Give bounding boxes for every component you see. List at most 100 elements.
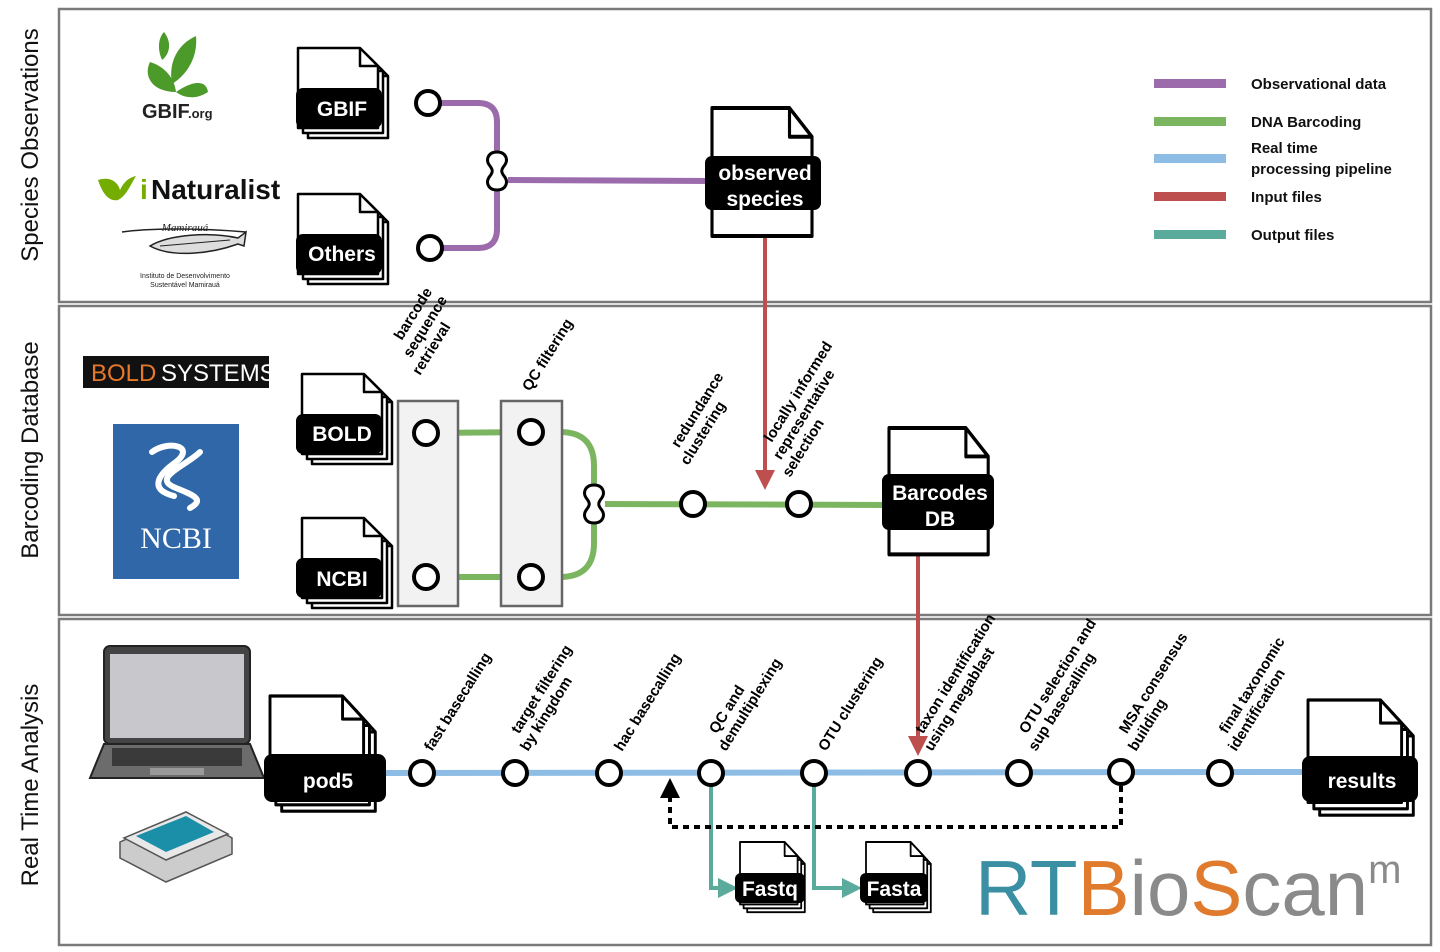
legend-label-line: Real time	[1251, 140, 1318, 157]
bold-logo-part1: BOLD	[91, 360, 156, 387]
legend-label: Output files	[1251, 227, 1334, 244]
ncbi-logo-text: NCBI	[140, 522, 212, 555]
helix-icon	[149, 442, 203, 511]
legend-label: DNA Barcoding	[1251, 114, 1361, 131]
doc-others: Others	[296, 194, 388, 284]
gbif-leaf-icon	[158, 32, 170, 60]
mamiraua-line1: Instituto de Desenvolvimento	[140, 273, 230, 280]
legend-swatch	[1154, 117, 1226, 126]
brand-sup: m	[1368, 848, 1401, 892]
inaturalist-i: i	[140, 174, 148, 205]
doc-barcodes-label-1: Barcodes	[892, 482, 988, 505]
section-title-barcoding: Barcoding Database	[17, 341, 44, 558]
teal-arrow-fastq	[709, 786, 738, 898]
station-node	[501, 759, 529, 787]
legend-swatch	[1154, 154, 1226, 163]
doc-pod5: pod5	[264, 696, 386, 811]
station-node	[1206, 759, 1234, 787]
brand-can: can	[1242, 844, 1368, 932]
doc-bold-label: BOLD	[312, 423, 372, 446]
legend-label: Real time processing pipeline	[1251, 140, 1392, 178]
legend-label-line: Observational data	[1251, 76, 1387, 93]
bold-systems-logo: BOLD SYSTEMS	[83, 356, 276, 388]
gbif-leaf-icon	[147, 62, 176, 92]
gbif-leaf-icon	[176, 82, 208, 98]
mamiraua-signature: Mamirauá	[161, 222, 209, 234]
station-node	[785, 490, 813, 518]
purple-line-main	[507, 177, 713, 184]
mamiraua-line2: Sustentável Mamirauá	[150, 282, 220, 289]
mamiraua-logo: Mamirauá Instituto de Desenvolvimento Su…	[121, 222, 247, 289]
ncbi-logo: NCBI	[113, 424, 239, 579]
station-node	[416, 234, 444, 262]
brand-rt: RT	[975, 844, 1078, 932]
doc-pod5-label: pod5	[303, 770, 353, 793]
doc-fastq-label: Fastq	[742, 878, 798, 901]
inaturalist-text: Naturalist	[151, 174, 280, 205]
station-node	[412, 419, 440, 447]
brand-b: B	[1078, 844, 1130, 932]
station-node	[1107, 758, 1135, 786]
teal-arrow-fasta	[812, 786, 862, 898]
laptop-icon	[88, 645, 266, 779]
legend-label-line: Output files	[1251, 227, 1334, 244]
station-node	[697, 759, 725, 787]
station-node	[408, 759, 436, 787]
merge-pill-purple	[486, 150, 508, 192]
purple-line-gbif	[430, 100, 500, 160]
doc-results-label: results	[1328, 770, 1397, 793]
gbif-logo-suffix: .org	[188, 106, 213, 121]
station-node	[414, 89, 442, 117]
section-frame-barcoding	[57, 304, 1433, 617]
legend-swatch	[1154, 79, 1226, 88]
station-node	[800, 759, 828, 787]
doc-fastq: Fastq	[735, 842, 805, 912]
brand-io: io	[1130, 844, 1191, 932]
doc-barcodes-label-2: DB	[925, 508, 955, 531]
feedback-dotted-line	[660, 778, 1123, 829]
bird-icon	[98, 176, 136, 201]
legend-swatch	[1154, 192, 1226, 201]
gbif-leaf-icon	[171, 36, 197, 84]
station-node	[595, 759, 623, 787]
station-node	[517, 418, 545, 446]
legend-label: Input files	[1251, 189, 1322, 206]
brand-s: S	[1190, 844, 1242, 932]
station-node	[517, 563, 545, 591]
rtbioscan-brand: RTBioScanm	[975, 844, 1401, 932]
legend-label: Observational data	[1251, 76, 1387, 93]
legend-label-line: processing pipeline	[1251, 161, 1392, 178]
doc-observed-label-2: species	[726, 188, 803, 211]
doc-gbif-label: GBIF	[317, 98, 367, 121]
legend-swatch	[1154, 230, 1226, 239]
station-node	[1005, 759, 1033, 787]
section-title-realtime: Real Time Analysis	[17, 684, 44, 887]
doc-bold: BOLD	[296, 374, 392, 464]
blue-line-main	[354, 769, 1311, 776]
inaturalist-logo: i Naturalist	[98, 174, 280, 205]
section-title-species: Species Observations	[17, 28, 44, 261]
doc-gbif: GBIF	[296, 48, 388, 138]
doc-ncbi: NCBI	[296, 518, 392, 608]
doc-results: results	[1302, 700, 1418, 815]
gbif-logo: GBIF .org	[142, 32, 213, 123]
doc-fasta-label: Fasta	[867, 878, 922, 901]
merge-pill-green	[583, 483, 605, 525]
doc-ncbi-label: NCBI	[316, 568, 367, 591]
green-line-main	[604, 501, 889, 508]
bold-logo-part2: SYSTEMS	[161, 360, 276, 387]
doc-observed-label-1: observed	[718, 162, 811, 185]
station-node	[679, 490, 707, 518]
doc-others-label: Others	[308, 243, 376, 266]
legend-label-line: Input files	[1251, 189, 1322, 206]
station-node	[904, 759, 932, 787]
purple-line-others	[430, 190, 500, 251]
sequencer-icon	[119, 811, 233, 883]
doc-fasta: Fasta	[860, 842, 931, 912]
gbif-logo-text: GBIF	[142, 101, 190, 123]
station-node	[412, 563, 440, 591]
doc-observed-species: observed species	[705, 108, 821, 236]
doc-barcodes-db: Barcodes DB	[882, 426, 994, 557]
